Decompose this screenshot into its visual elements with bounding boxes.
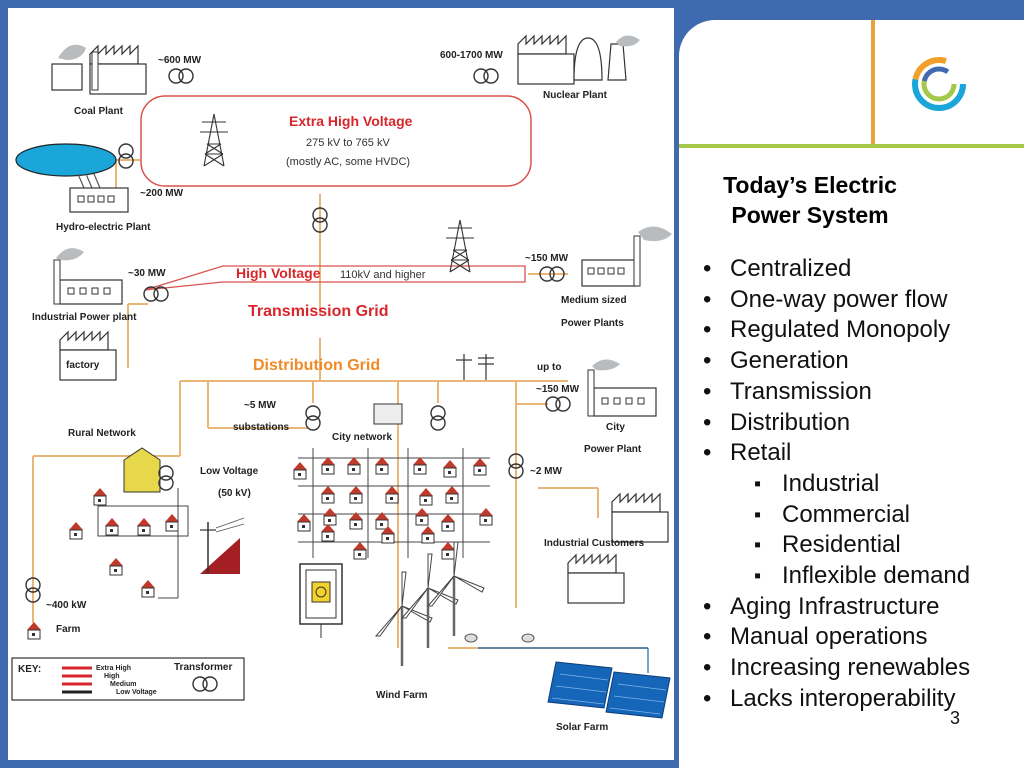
bullet-item: Regulated Monopoly	[703, 315, 970, 346]
bullet-list: Centralized One-way power flow Regulated…	[703, 254, 970, 715]
power-system-diagram: ~600 MW Coal Plant 600-1700 MW Nuclear P…	[8, 8, 674, 760]
hydro-mw-label: ~200 MW	[140, 188, 184, 199]
transformer-icon	[545, 396, 571, 412]
factory-icon	[567, 554, 625, 604]
wind-farm	[374, 540, 535, 668]
key-extra-high: Extra High	[96, 665, 131, 672]
key-label: KEY:	[18, 664, 41, 675]
sub-bullet-item: Industrial	[703, 469, 970, 500]
factory-icon	[59, 331, 117, 381]
accent-bar-horizontal	[679, 144, 1024, 148]
slide-text-panel: Today’s Electric Power System Centralize…	[679, 20, 1024, 768]
bullet-item: Aging Infrastructure	[703, 592, 970, 623]
ehv-range: 275 kV to 765 kV	[306, 137, 390, 149]
city-plant-label-1: City	[606, 422, 625, 433]
medium-mw-label: ~150 MW	[525, 253, 569, 264]
bullet-item: Centralized	[703, 254, 970, 285]
pole-icon	[456, 354, 494, 380]
legend-key: KEY: Extra High High Medium Low Voltage …	[11, 657, 245, 701]
medium-label-1: Medium sized	[561, 295, 627, 306]
farm-label: Farm	[56, 624, 81, 635]
city-mw-label-1: up to	[537, 362, 561, 373]
industrial-power-plant	[53, 248, 123, 305]
key-medium: Medium	[110, 681, 136, 688]
rural-houses	[68, 447, 180, 598]
hv-title: High Voltage	[236, 265, 321, 281]
ehv-note: (mostly AC, some HVDC)	[286, 156, 410, 168]
nuclear-mw-label: 600-1700 MW	[440, 50, 503, 61]
low-voltage-pole	[200, 517, 245, 574]
key-transformer: Transformer	[174, 662, 232, 673]
city-plant-label-2: Power Plant	[584, 444, 642, 455]
accent-bar-vertical	[871, 20, 875, 144]
key-low-voltage: Low Voltage	[116, 689, 157, 696]
industrial-plant-label: Industrial Power plant	[32, 312, 137, 323]
transformer-icon	[118, 143, 134, 169]
medium-label-2: Power Plants	[561, 318, 624, 329]
slide-title: Today’s Electric Power System	[679, 170, 941, 230]
bullet-item: Distribution	[703, 408, 970, 439]
low-voltage-label: Low Voltage	[200, 466, 259, 477]
industrial-customer-mw-label: ~2 MW	[530, 466, 563, 477]
bullet-item: One-way power flow	[703, 285, 970, 316]
city-power-plant	[587, 359, 657, 417]
coal-mw-label: ~600 MW	[158, 55, 202, 66]
transformer-icon	[430, 405, 446, 431]
city-network-label: City network	[332, 432, 392, 443]
hv-range: 110kV and higher	[340, 269, 426, 281]
page-number: 3	[949, 708, 960, 728]
coal-plant-label: Coal Plant	[74, 106, 124, 117]
nuclear-plant	[517, 35, 640, 85]
tower-icon	[199, 113, 229, 167]
industrial-customers-label: Industrial Customers	[544, 538, 644, 549]
farm-house-icon	[26, 621, 42, 640]
sub-bullet-item: Inflexible demand	[703, 561, 970, 592]
slide-title-line-1: Today’s Electric	[723, 172, 897, 198]
nuclear-plant-label: Nuclear Plant	[543, 90, 608, 101]
city-mw-label-2: ~150 MW	[536, 384, 580, 395]
ehv-title: Extra High Voltage	[289, 113, 413, 129]
factory-label: factory	[66, 360, 100, 371]
diagram-canvas: ~600 MW Coal Plant 600-1700 MW Nuclear P…	[11, 35, 672, 733]
factory-icon	[611, 493, 669, 543]
distribution-grid-title: Distribution Grid	[253, 357, 380, 374]
solar-farm-label: Solar Farm	[556, 722, 608, 733]
bullet-item: Generation	[703, 346, 970, 377]
hydro-plant-label: Hydro-electric Plant	[56, 222, 151, 233]
substation-cabinet	[299, 563, 343, 638]
key-high: High	[104, 673, 120, 680]
transformer-icon	[168, 68, 194, 84]
wind-farm-label: Wind Farm	[376, 690, 428, 701]
hv-line	[144, 265, 526, 291]
bullet-item: Lacks interoperability	[703, 684, 970, 715]
sub-bullet-item: Commercial	[703, 500, 970, 531]
tower-icon	[445, 219, 475, 273]
bullet-item: Retail	[703, 438, 970, 469]
substations-label: substations	[233, 422, 290, 433]
solar-farm	[547, 661, 671, 719]
substation-mw-label: ~5 MW	[244, 400, 277, 411]
industrial-mw-label: ~30 MW	[128, 268, 166, 279]
coal-plant	[51, 44, 147, 95]
ehv-loop	[140, 95, 532, 187]
transmission-grid-title: Transmission Grid	[248, 303, 388, 320]
swirl-logo-icon	[912, 57, 966, 111]
city-network-grid	[298, 448, 490, 558]
farm-kw-label: ~400 kW	[46, 600, 87, 611]
bullet-item: Manual operations	[703, 622, 970, 653]
medium-power-plant	[581, 226, 672, 287]
slide-title-line-2: Power System	[731, 202, 889, 228]
bullet-item: Transmission	[703, 377, 970, 408]
transformer-icon	[473, 68, 499, 84]
hydro-plant	[15, 143, 129, 213]
low-voltage-kv-label: (50 kV)	[218, 488, 251, 499]
rural-network-label: Rural Network	[68, 428, 136, 439]
transformer-icon	[305, 405, 321, 431]
bullet-item: Increasing renewables	[703, 653, 970, 684]
sub-bullet-item: Residential	[703, 530, 970, 561]
